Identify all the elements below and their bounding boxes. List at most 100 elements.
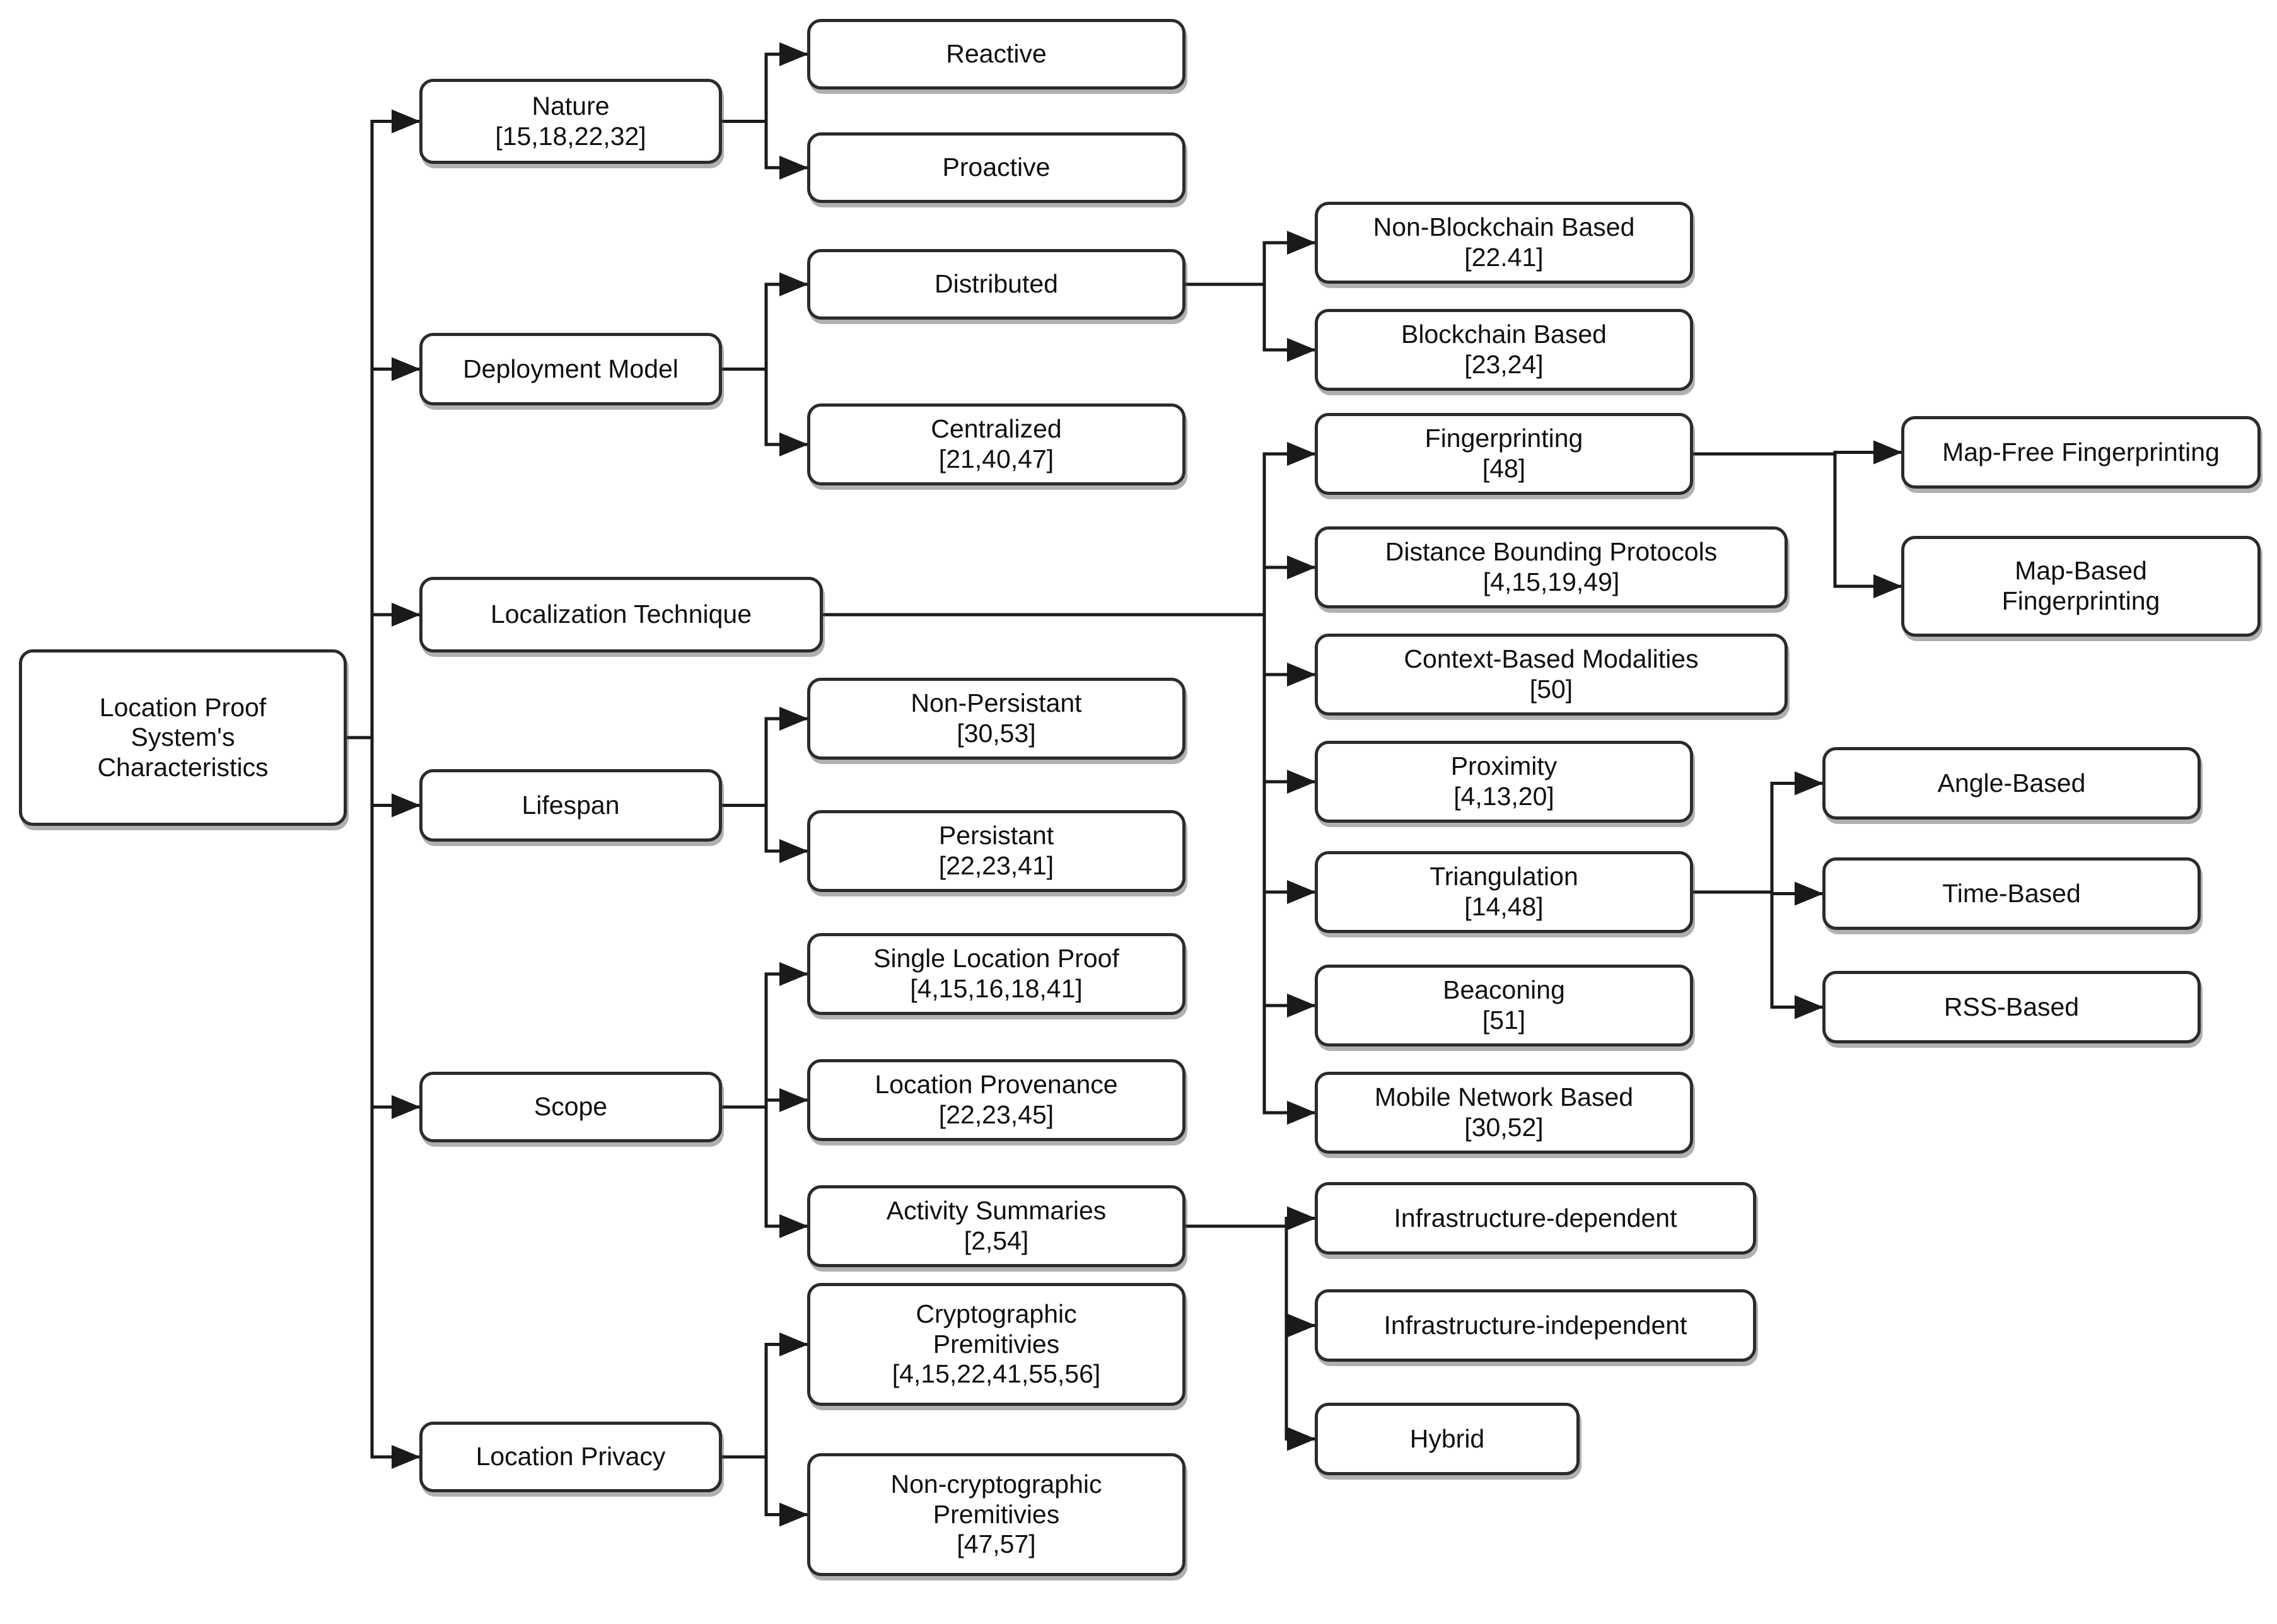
edge-root-to-privacy bbox=[347, 736, 421, 1469]
node-privacy-label: Location Privacy bbox=[475, 1442, 666, 1471]
node-noncrypto-citation: [47,57] bbox=[957, 1529, 1036, 1559]
node-mapbased: Map-Based Fingerprinting bbox=[1901, 536, 2261, 637]
node-root-label: Location Proof System's Characteristics bbox=[97, 692, 269, 782]
node-distributed: Distributed bbox=[807, 249, 1185, 320]
node-activity-label: Activity Summaries bbox=[886, 1196, 1107, 1226]
edge-privacy-to-noncrypto bbox=[722, 1455, 808, 1527]
node-fingerprinting-citation: [48] bbox=[1482, 454, 1526, 483]
node-time-label: Time-Based bbox=[1942, 878, 2081, 908]
edge-fingerprinting-to-mapbased bbox=[1693, 452, 1902, 598]
edge-nature-to-proactive bbox=[722, 120, 808, 180]
node-mapfree-label: Map-Free Fingerprinting bbox=[1942, 437, 2220, 467]
node-dbp-citation: [4,15,19,49] bbox=[1482, 567, 1620, 596]
node-beaconing-label: Beaconing bbox=[1443, 975, 1565, 1005]
node-infradep: Infrastructure-dependent bbox=[1315, 1182, 1756, 1255]
node-persistant: Persistant[22,23,41] bbox=[807, 810, 1185, 892]
node-persistant-citation: [22,23,41] bbox=[938, 851, 1054, 880]
node-nature-citation: [15,18,22,32] bbox=[495, 121, 646, 151]
node-dbp: Distance Bounding Protocols[4,15,19,49] bbox=[1315, 526, 1788, 608]
node-nature: Nature[15,18,22,32] bbox=[419, 79, 722, 164]
node-scope: Scope bbox=[419, 1072, 722, 1142]
node-triangulation-citation: [14,48] bbox=[1464, 892, 1544, 921]
node-centralized-citation: [21,40,47] bbox=[938, 444, 1054, 473]
node-proximity: Proximity[4,13,20] bbox=[1315, 741, 1693, 823]
node-angle: Angle-Based bbox=[1822, 747, 2201, 820]
edge-activity-to-hybrid bbox=[1185, 1224, 1316, 1451]
node-slp-citation: [4,15,16,18,41] bbox=[910, 974, 1083, 1003]
node-mobilenet-label: Mobile Network Based bbox=[1374, 1082, 1634, 1112]
node-persistant-label: Persistant bbox=[938, 821, 1054, 850]
node-centralized-label: Centralized bbox=[931, 414, 1062, 444]
node-deployment: Deployment Model bbox=[419, 333, 722, 405]
node-blockchain-citation: [23,24] bbox=[1464, 350, 1544, 379]
node-reactive: Reactive bbox=[807, 19, 1185, 90]
node-scope-label: Scope bbox=[533, 1092, 608, 1122]
node-provenance-label: Location Provenance bbox=[875, 1070, 1118, 1099]
node-angle-label: Angle-Based bbox=[1937, 768, 2086, 798]
node-reactive-label: Reactive bbox=[946, 39, 1047, 69]
node-context-label: Context-Based Modalities bbox=[1404, 644, 1699, 674]
node-root: Location Proof System's Characteristics bbox=[19, 649, 347, 826]
node-context-citation: [50] bbox=[1529, 675, 1573, 704]
node-beaconing-citation: [51] bbox=[1482, 1006, 1526, 1035]
node-nonblockchain: Non-Blockchain Based[22.41] bbox=[1315, 202, 1693, 284]
edge-localization-to-mobilenet bbox=[823, 613, 1316, 1125]
node-nonpersistant: Non-Persistant[30,53] bbox=[807, 678, 1185, 760]
node-proximity-label: Proximity bbox=[1450, 751, 1558, 781]
node-blockchain-label: Blockchain Based bbox=[1401, 320, 1607, 349]
node-provenance-citation: [22,23,45] bbox=[938, 1100, 1054, 1129]
node-slp-label: Single Location Proof bbox=[873, 944, 1119, 973]
edge-deployment-to-centralized bbox=[722, 368, 808, 456]
node-beaconing: Beaconing[51] bbox=[1315, 965, 1693, 1047]
node-localization: Localization Technique bbox=[419, 577, 823, 652]
edge-triangulation-to-rss bbox=[1693, 890, 1824, 1019]
node-blockchain: Blockchain Based[23,24] bbox=[1315, 309, 1693, 391]
node-time: Time-Based bbox=[1822, 857, 2201, 930]
node-infradep-label: Infrastructure-dependent bbox=[1394, 1203, 1677, 1232]
node-triangulation: Triangulation[14,48] bbox=[1315, 851, 1693, 933]
node-rss: RSS-Based bbox=[1822, 971, 2201, 1043]
node-dbp-label: Distance Bounding Protocols bbox=[1385, 537, 1718, 567]
node-mapfree: Map-Free Fingerprinting bbox=[1901, 416, 2261, 489]
node-mobilenet: Mobile Network Based[30,52] bbox=[1315, 1072, 1693, 1154]
node-activity: Activity Summaries[2,54] bbox=[807, 1185, 1185, 1267]
node-nonblockchain-citation: [22.41] bbox=[1464, 243, 1544, 272]
node-fingerprinting: Fingerprinting[48] bbox=[1315, 413, 1693, 495]
node-noncrypto: Non-cryptographic Premitivies[47,57] bbox=[807, 1453, 1185, 1576]
node-crypto-citation: [4,15,22,41,55,56] bbox=[892, 1359, 1101, 1389]
node-triangulation-label: Triangulation bbox=[1430, 862, 1578, 891]
node-lifespan-label: Lifespan bbox=[521, 790, 620, 820]
node-noncrypto-label: Non-cryptographic Premitivies bbox=[890, 1470, 1102, 1529]
node-mobilenet-citation: [30,52] bbox=[1464, 1113, 1544, 1142]
node-slp: Single Location Proof[4,15,16,18,41] bbox=[807, 933, 1185, 1015]
node-lifespan: Lifespan bbox=[419, 769, 722, 842]
node-activity-citation: [2,54] bbox=[964, 1226, 1029, 1255]
node-hybrid: Hybrid bbox=[1315, 1403, 1580, 1475]
node-proximity-citation: [4,13,20] bbox=[1453, 782, 1554, 811]
node-rss-label: RSS-Based bbox=[1943, 992, 2080, 1021]
node-nonpersistant-label: Non-Persistant bbox=[911, 688, 1082, 718]
node-centralized: Centralized[21,40,47] bbox=[807, 403, 1185, 485]
node-infraindep: Infrastructure-independent bbox=[1315, 1289, 1756, 1362]
edge-scope-to-activity bbox=[722, 1105, 808, 1238]
node-provenance: Location Provenance[22,23,45] bbox=[807, 1059, 1185, 1141]
node-nonblockchain-label: Non-Blockchain Based bbox=[1373, 212, 1635, 242]
node-infraindep-label: Infrastructure-independent bbox=[1383, 1310, 1687, 1340]
node-distributed-label: Distributed bbox=[935, 269, 1058, 299]
node-mapbased-label: Map-Based Fingerprinting bbox=[2001, 556, 2160, 615]
node-context: Context-Based Modalities[50] bbox=[1315, 634, 1788, 716]
edge-distributed-to-blockchain bbox=[1185, 282, 1316, 362]
node-crypto: Cryptographic Premitivies[4,15,22,41,55,… bbox=[807, 1283, 1185, 1406]
node-deployment-label: Deployment Model bbox=[463, 354, 678, 383]
node-privacy: Location Privacy bbox=[419, 1422, 722, 1492]
node-proactive-label: Proactive bbox=[942, 153, 1051, 182]
node-hybrid-label: Hybrid bbox=[1409, 1424, 1485, 1453]
node-localization-label: Localization Technique bbox=[490, 600, 752, 629]
node-crypto-label: Cryptographic Premitivies bbox=[916, 1299, 1077, 1359]
node-nonpersistant-citation: [30,53] bbox=[957, 719, 1036, 748]
edge-lifespan-to-persistant bbox=[722, 804, 808, 863]
node-proactive: Proactive bbox=[807, 132, 1185, 203]
